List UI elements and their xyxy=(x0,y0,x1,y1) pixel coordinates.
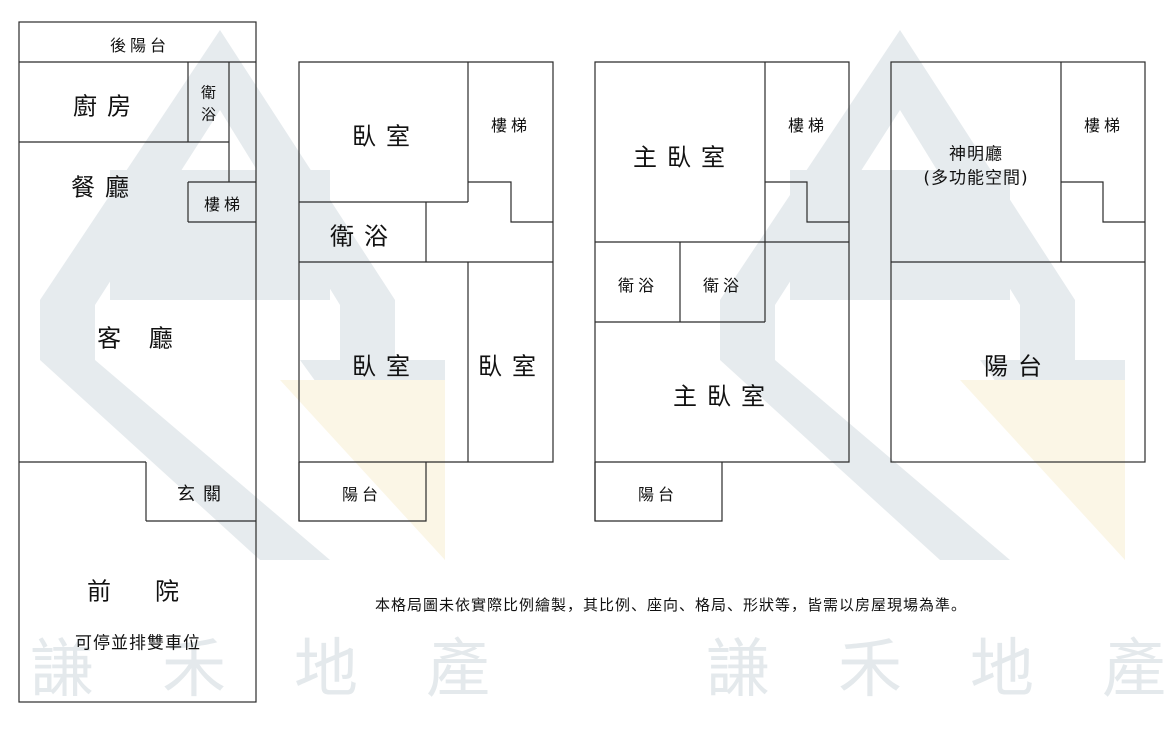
floor3-bath-left-label: 衛浴 xyxy=(617,276,659,295)
floor1-living-label: 客 廳 xyxy=(97,324,183,353)
floor3-stairs-label: 樓梯 xyxy=(787,116,829,135)
floor2-stairs-label: 樓梯 xyxy=(490,116,532,135)
watermark-house-right xyxy=(720,30,1125,560)
disclaimer-note: 本格局圖未依實際比例繪製，其比例、座向、格局、形狀等，皆需以房屋現場為準。 xyxy=(375,596,968,614)
floor1-front-yard-label: 前 院 xyxy=(87,577,189,606)
floor3-master-bottom-label: 主臥室 xyxy=(673,382,775,411)
floor1-foyer-label: 玄關 xyxy=(177,484,229,505)
floor2-bedroom-top-label: 臥室 xyxy=(352,122,420,151)
floor1-stairs-label: 樓梯 xyxy=(203,195,245,214)
floor3-master-top-label: 主臥室 xyxy=(633,143,735,172)
floor3-balcony-label: 陽台 xyxy=(637,485,679,504)
floor1-kitchen-label: 廚房 xyxy=(73,92,141,121)
floor3-walls xyxy=(594,61,850,522)
watermark-accent-left xyxy=(280,380,445,560)
watermark-text-left: 謙禾地產 xyxy=(30,633,558,707)
floor1-bath-label-top: 衛 xyxy=(200,83,218,102)
floor1-walls xyxy=(18,21,257,703)
floor4-balcony-label: 陽台 xyxy=(984,352,1052,381)
floor4-walls xyxy=(890,61,1146,463)
floor4-shrine-label: 神明廳 xyxy=(949,144,1003,165)
floor2-walls xyxy=(298,61,554,522)
floor1-bath-label-bottom: 浴 xyxy=(200,105,218,124)
floor1-dining-label: 餐廳 xyxy=(71,173,139,202)
floor2-bath-label: 衛浴 xyxy=(330,222,398,251)
floor4-shrine-subtitle: (多功能空間) xyxy=(923,168,1029,189)
floor2-bedroom-left-label: 臥室 xyxy=(352,352,420,381)
floor3-bath-right-label: 衛浴 xyxy=(702,276,744,295)
floor1-parking-note: 可停並排雙車位 xyxy=(75,633,201,654)
watermark-text-right: 謙禾地產 xyxy=(706,633,1166,707)
floor2-balcony-label: 陽台 xyxy=(341,485,383,504)
floor4-stairs-label: 樓梯 xyxy=(1083,116,1125,135)
watermark-accent-right xyxy=(960,380,1125,560)
floor2-bedroom-right-label: 臥室 xyxy=(478,352,546,381)
floor1-back-balcony-label: 後陽台 xyxy=(109,36,171,55)
